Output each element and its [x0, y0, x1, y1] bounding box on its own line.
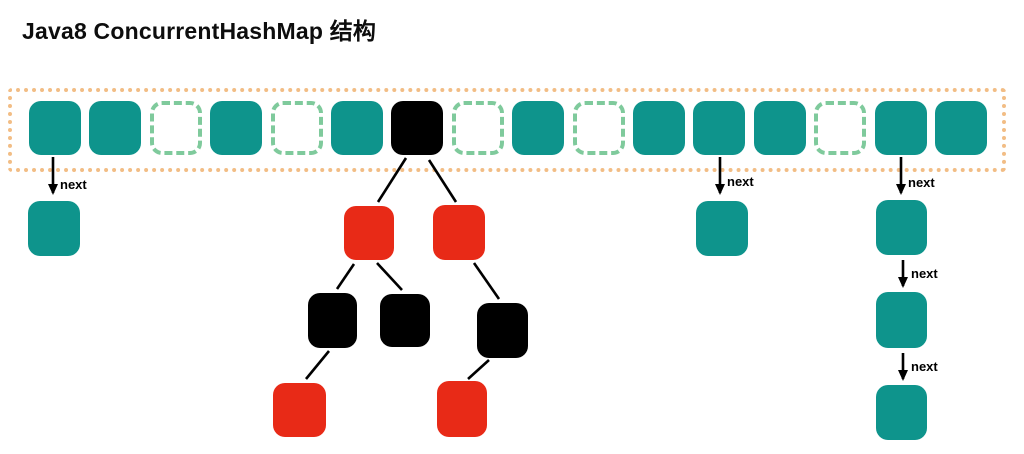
array-cell-13-empty [814, 101, 867, 155]
list1-node1 [28, 201, 80, 256]
tree-black-left [308, 293, 357, 348]
next-label: next [911, 359, 938, 374]
tree-red-bottom-left [273, 383, 326, 437]
array-cell-9-empty [572, 101, 625, 155]
tree-red-right [433, 205, 485, 260]
array-cell-1-node [89, 101, 142, 155]
list2-node1 [696, 201, 748, 256]
array-cell-12-node [753, 101, 806, 155]
array-cell-4-empty [270, 101, 323, 155]
next-label: next [908, 175, 935, 190]
array-cell-11-node [693, 101, 746, 155]
array-cell-10-node [633, 101, 685, 155]
next-label: next [60, 177, 87, 192]
tree-edge [472, 262, 501, 300]
tree-edge [376, 262, 403, 291]
array-cell-6-tree [391, 101, 444, 155]
tree-edge [304, 350, 331, 380]
tree-edge [335, 263, 356, 290]
array-cell-8-node [512, 101, 565, 155]
array-cell-14-node [874, 101, 927, 155]
next-label: next [911, 266, 938, 281]
array-cell-0-node [29, 101, 81, 155]
array-cell-3-node [210, 101, 263, 155]
tree-black-right [477, 303, 528, 358]
array-cell-7-empty [451, 101, 504, 155]
array-cell-15-node [935, 101, 987, 155]
tree-black-middle [380, 294, 430, 347]
next-label: next [727, 174, 754, 189]
list3-node2 [876, 292, 927, 348]
page-title: Java8 ConcurrentHashMap 结构 [22, 18, 377, 44]
array-cell-2-empty [149, 101, 202, 155]
tree-red-bottom-right [437, 381, 487, 437]
list3-node1 [876, 200, 927, 255]
tree-red-left [344, 206, 394, 260]
array-cell-5-node [331, 101, 383, 155]
list3-node3 [876, 385, 927, 440]
hash-array-box [8, 88, 1006, 172]
tree-edge [467, 359, 490, 380]
